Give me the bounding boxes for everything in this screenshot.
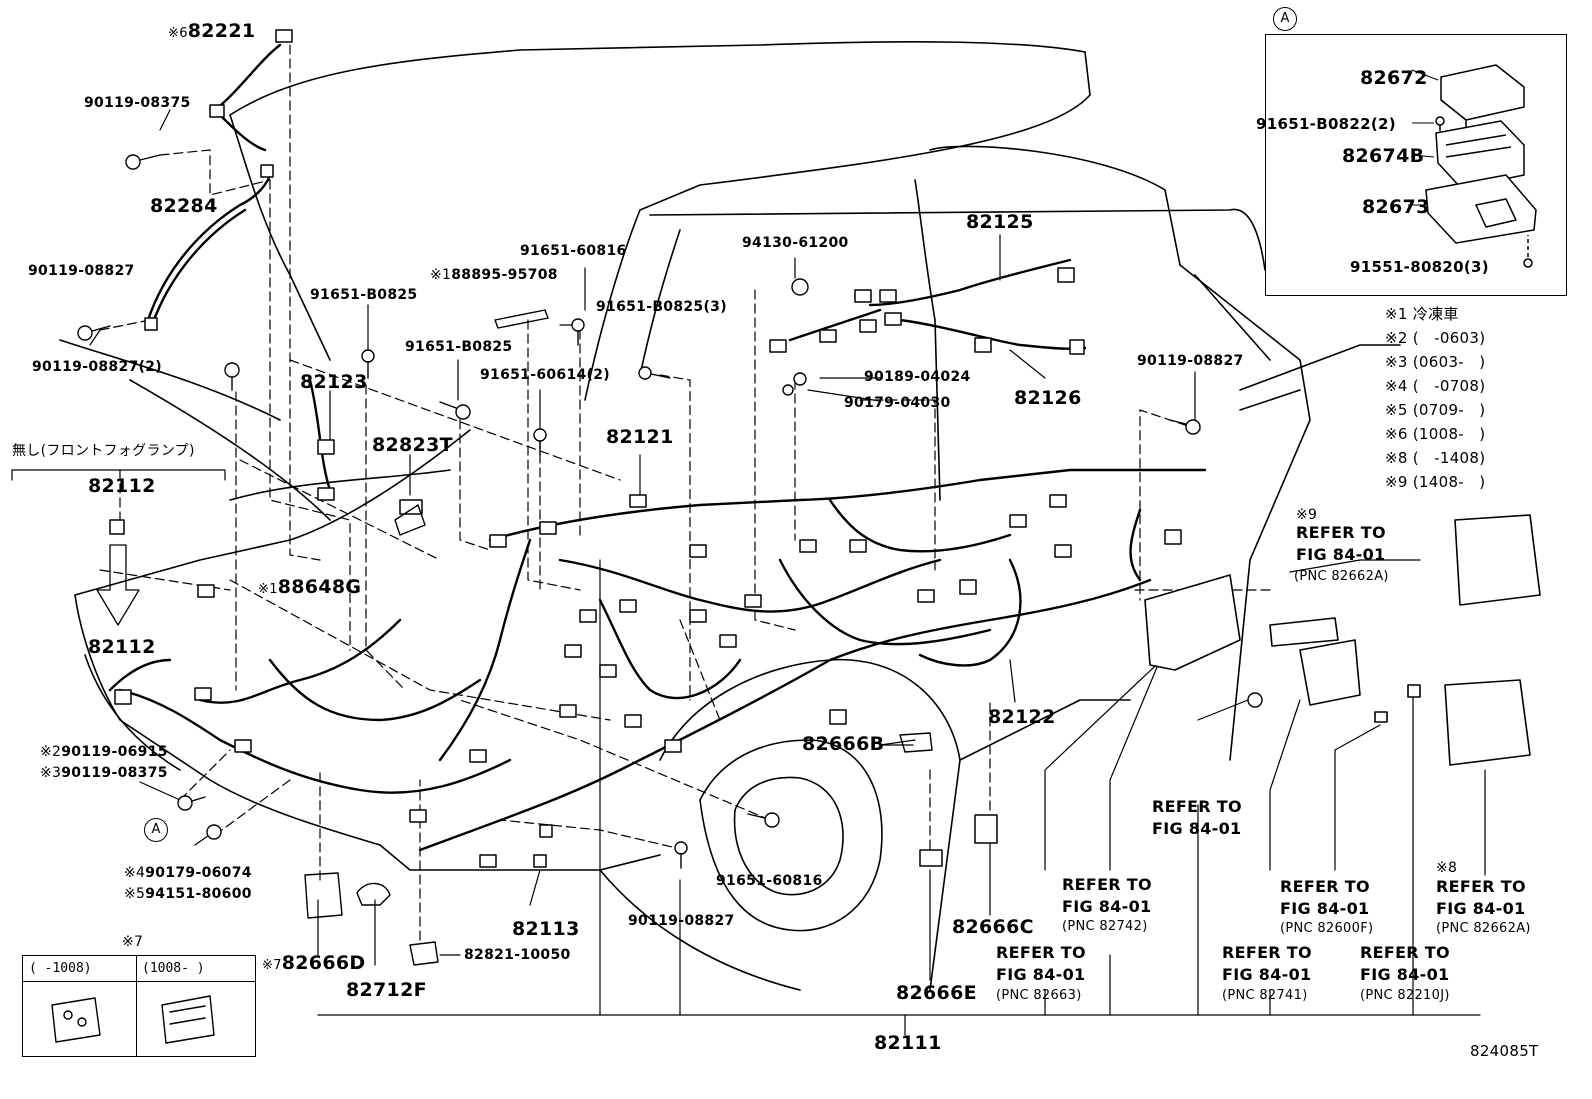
- legend-row-8: ※9 (1408- ): [1385, 473, 1486, 491]
- connector-icons: [109, 29, 1182, 868]
- part-82121-label: 82121: [606, 426, 674, 448]
- legend-row-6: ※6 (1008- ): [1385, 425, 1486, 443]
- refer-to-pnc-82741: REFER TO FIG 84-01: [1222, 943, 1312, 984]
- bolt-icons: [77, 154, 1263, 869]
- legend-row-5: ※5 (0709- ): [1385, 401, 1486, 419]
- refer-to-pnc-82662a-bottom: REFER TO FIG 84-01: [1436, 877, 1526, 918]
- refer-pnc-82741: (PNC 82741): [1222, 988, 1308, 1003]
- note7-connector-drawings: [51, 995, 215, 1044]
- inset-part-91551-80820-label: 91551-80820(3): [1350, 258, 1489, 276]
- part-91651-60816-top-label: 91651-60816: [520, 243, 627, 259]
- part-90119-08827-a-label: 90119-08827: [28, 263, 135, 279]
- refer-pnc-82662a-top: (PNC 82662A): [1294, 569, 1389, 584]
- part-82123-label: 82123: [300, 371, 368, 393]
- note7-col2-header: (1008- ): [142, 961, 205, 976]
- legend-row-1: ※1 冷凍車: [1385, 305, 1459, 323]
- inset-part-82674b-label: 82674B: [1342, 145, 1425, 167]
- fog-lamp-note-label: 無し(フロントフォグランプ): [12, 443, 195, 459]
- part-91651-b0825-a-label: 91651-B0825: [310, 287, 418, 303]
- part-94151-80600-label: ※594151-80600: [124, 886, 252, 902]
- note7-separator: [136, 956, 137, 1056]
- part-91651-60816-bottom-label: 91651-60816: [716, 873, 823, 889]
- part-90179-04030-label: 90179-04030: [844, 395, 951, 411]
- refer-to-pnc-82210j: REFER TO FIG 84-01: [1360, 943, 1450, 984]
- part-82666b-label: 82666B: [802, 733, 885, 755]
- refer-pnc-82663: (PNC 82663): [996, 988, 1082, 1003]
- inset-part-91651-b0822-label: 91651-B0822(2): [1256, 115, 1396, 133]
- part-82666c-label: 82666C: [952, 916, 1034, 938]
- part-90119-06915-label: ※290119-06915: [40, 744, 168, 760]
- part-82111-label: 82111: [874, 1032, 942, 1054]
- part-90189-04024-label: 90189-04024: [864, 369, 971, 385]
- vehicle-body-outline: [59, 41, 1401, 991]
- refer-pnc-82662a-bottom: (PNC 82662A): [1436, 921, 1531, 936]
- part-90119-08375-top-label: 90119-08375: [84, 95, 191, 111]
- part-82112-bottom-label: 82112: [88, 636, 156, 658]
- marker-a-circle: A: [144, 818, 168, 842]
- part-82126-label: 82126: [1014, 387, 1082, 409]
- part-82125-label: 82125: [966, 211, 1034, 233]
- part-91651-b0825-b-label: 91651-B0825: [405, 339, 513, 355]
- note7-title: ※7: [122, 934, 144, 950]
- legend-row-7: ※8 ( -1408): [1385, 449, 1486, 467]
- bracket-icon: [899, 732, 933, 753]
- part-90119-08827-right-label: 90119-08827: [1137, 353, 1244, 369]
- cap-icon: [409, 941, 439, 966]
- note7-table: ( -1008) (1008- ): [22, 955, 256, 1057]
- refer-to-fig-84-01-mid: REFER TO FIG 84-01: [1152, 797, 1242, 838]
- part-90119-08827-bottom-label: 90119-08827: [628, 913, 735, 929]
- inset-detail-a: A 82672 91651-B0822(2) 82674B 82673 9155…: [1256, 7, 1567, 296]
- refer-pnc-82600f: (PNC 82600F): [1280, 921, 1374, 936]
- part-82821-10050-label: 82821-10050: [464, 947, 571, 963]
- solid-leaders: [11, 109, 1486, 1036]
- part-88648g-label: ※188648G: [258, 576, 362, 598]
- harness-lines: [108, 43, 1207, 852]
- part-91651-b0825-3-label: 91651-B0825(3): [596, 299, 727, 315]
- refer-pnc-82210j: (PNC 82210J): [1360, 988, 1450, 1003]
- note-6-mark: ※6: [168, 26, 188, 41]
- leader-lines: [99, 44, 1271, 941]
- down-arrow-icon: [96, 544, 140, 626]
- clip-icon-b: [356, 882, 391, 906]
- refer-pnc-82742: (PNC 82742): [1062, 919, 1148, 934]
- inset-part-82673-label: 82673: [1362, 196, 1430, 218]
- part-82122-label: 82122: [988, 706, 1056, 728]
- variant-legend: ※1 冷凍車 ※2 ( -0603) ※3 (0603- ) ※4 ( -070…: [1385, 302, 1485, 494]
- refer-8-note: ※8: [1436, 860, 1458, 876]
- part-82823t-label: 82823T: [372, 434, 453, 456]
- part-82284-label: 82284: [150, 195, 218, 217]
- part-82666d-label: ※782666D: [262, 952, 366, 974]
- part-82221-label: ※682221: [168, 20, 256, 42]
- clip-icon: [304, 872, 343, 919]
- legend-row-2: ※2 ( -0603): [1385, 329, 1486, 347]
- part-82113-label: 82113: [512, 918, 580, 940]
- note7-header-row: [23, 956, 255, 982]
- refer-to-pnc-82663: REFER TO FIG 84-01: [996, 943, 1086, 984]
- part-82112-top-label: 82112: [88, 475, 156, 497]
- refer-9-note: ※9: [1296, 507, 1318, 523]
- legend-row-3: ※3 (0603- ): [1385, 353, 1486, 371]
- figure-code-label: 824085T: [1470, 1042, 1539, 1060]
- part-91651-60614-2-label: 91651-60614(2): [480, 367, 610, 383]
- legend-row-4: ※4 ( -0708): [1385, 377, 1486, 395]
- part-94130-61200-label: 94130-61200: [742, 235, 849, 251]
- part-82712f-label: 82712F: [346, 979, 427, 1001]
- ecu-modules: [1144, 514, 1541, 766]
- part-82666e-label: 82666E: [896, 982, 977, 1004]
- refer-to-pnc-82600f: REFER TO FIG 84-01: [1280, 877, 1370, 918]
- part-90119-08375-bottom-label: ※390119-08375: [40, 765, 168, 781]
- inset-part-82672-label: 82672: [1360, 67, 1428, 89]
- refer-to-pnc-82742: REFER TO FIG 84-01: [1062, 875, 1152, 916]
- note7-col1-header: ( -1008): [29, 961, 92, 976]
- grommet-icon: [494, 309, 549, 329]
- part-90119-08827-2-label: 90119-08827(2): [32, 359, 162, 375]
- clamp-icon: [394, 504, 426, 536]
- inset-marker-a: A: [1273, 7, 1297, 31]
- refer-to-pnc-82662a-top: REFER TO FIG 84-01: [1296, 523, 1386, 564]
- part-88895-95708-label: ※188895-95708: [430, 267, 558, 283]
- inset-drawing: [1408, 64, 1537, 268]
- part-90179-06074-label: ※490179-06074: [124, 865, 252, 881]
